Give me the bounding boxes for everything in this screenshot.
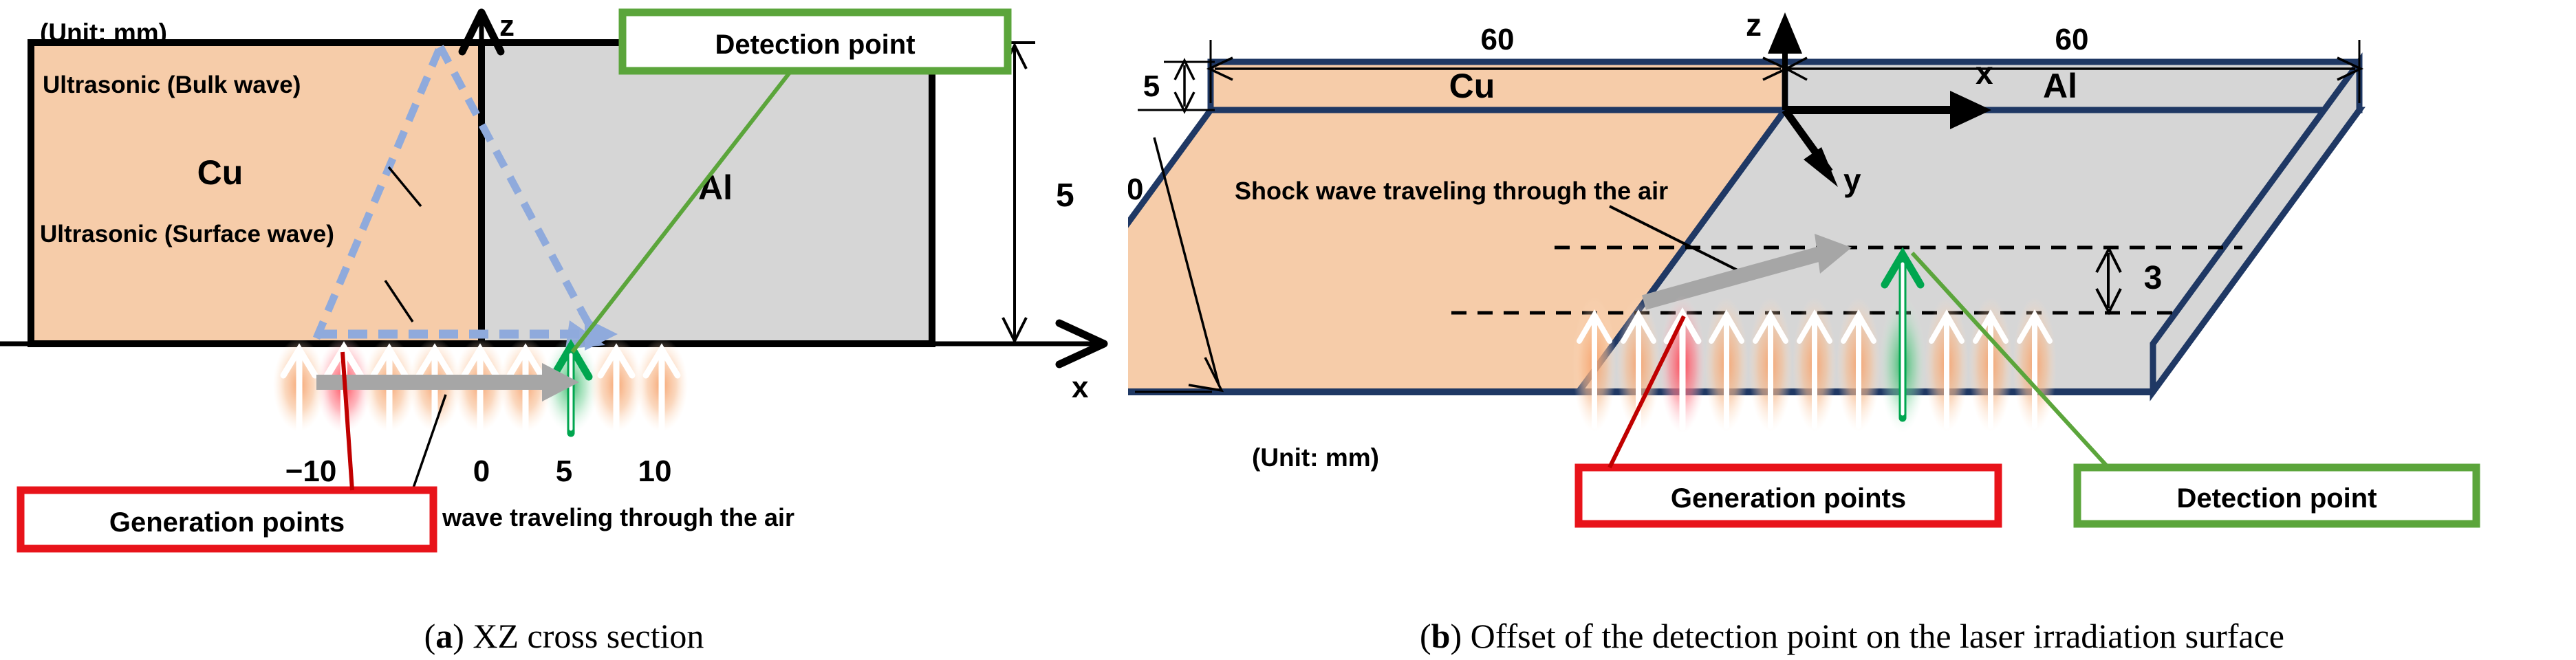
tick-label-5-a: 5 <box>556 454 572 488</box>
bulk-wave-leader-a <box>387 166 422 208</box>
tick-label-0-a: 0 <box>473 454 490 488</box>
x-axis-label-a: x <box>1072 371 1089 404</box>
detection-point-callout-b[interactable]: Detection point <box>2073 463 2480 528</box>
generation-arrow <box>506 343 545 435</box>
shock-wave-arrow-b <box>1642 234 1852 310</box>
detection-point-leader-b <box>1910 251 2110 470</box>
generation-arrow <box>1973 309 2009 429</box>
cu-block-a <box>28 39 485 347</box>
cu-label-b: Cu <box>1449 67 1495 105</box>
unit-label-b: (Unit: mm) <box>1252 443 1379 472</box>
thickness-dimension-a: 5 <box>932 41 1074 345</box>
detection-point-callout-a[interactable]: Detection point <box>618 8 1012 75</box>
generation-arrow <box>280 343 318 435</box>
tick-label-10-a: 10 <box>638 454 672 488</box>
panel-b-offset-detection-point: 60 60 5 20 z <box>1128 0 2576 557</box>
caption-b-letter: (b) <box>1420 617 1462 655</box>
generation-points-callout-b[interactable]: Generation points <box>1574 463 2002 528</box>
generation-arrow-row-b <box>1572 247 2057 433</box>
z-axis-arrowhead-b <box>1768 12 1802 54</box>
generation-arrow <box>370 343 409 435</box>
cu-label-a: Cu <box>197 153 243 192</box>
generation-arrow <box>642 343 681 435</box>
generation-points-callout-a[interactable]: Generation points <box>17 486 437 553</box>
generation-points-leader-b <box>1608 315 1686 469</box>
detection-point-label-b: Detection point <box>2176 483 2377 514</box>
caption-b-text: Offset of the detection point on the las… <box>1470 617 2284 655</box>
generation-arrow <box>1797 309 1832 429</box>
al-label-a: Al <box>698 168 733 207</box>
shock-wave-arrow-a <box>316 363 579 402</box>
generation-arrow <box>1753 309 1788 429</box>
generation-arrow <box>1929 309 1965 429</box>
caption-panel-b: (b) Offset of the detection point on the… <box>1128 616 2576 656</box>
generation-points-label-b: Generation points <box>1671 483 1906 514</box>
x-axis-arrowhead-b <box>1950 91 1991 129</box>
y-axis-label-b: y <box>1843 162 1861 198</box>
generation-arrow <box>461 343 499 435</box>
z-axis-label-b: z <box>1746 7 1762 43</box>
generation-points-label-a: Generation points <box>109 507 345 538</box>
y-axis-arrowhead-b <box>1804 147 1838 187</box>
surface-wave-leader-a <box>384 280 414 322</box>
dim-al-width-value-b: 60 <box>2055 23 2089 56</box>
detection-point-label-a: Detection point <box>715 30 915 60</box>
shock-wave-label-b: Shock wave traveling through the air <box>1235 177 1668 205</box>
dim-thickness-value-b: 5 <box>1143 69 1160 103</box>
surface-wave-label-a: Ultrasonic (Surface wave) <box>40 221 334 248</box>
z-axis-arrowhead-a <box>458 8 505 56</box>
x-axis-label-b: x <box>1976 55 1993 91</box>
generation-arrow <box>415 343 454 435</box>
bulk-wave-label-a: Ultrasonic (Bulk wave) <box>43 72 301 98</box>
dim-offset-value-b: 3 <box>2144 260 2163 296</box>
generation-arrow <box>2017 309 2053 429</box>
dim-depth-value-b: 20 <box>1128 173 1143 206</box>
panel-a-xz-cross-section: (Unit: mm) x z Ultrasonic ( <box>0 0 1128 557</box>
dimension-al-width-b: 60 <box>1784 23 2364 103</box>
generation-points-leader-a <box>340 351 354 491</box>
caption-panel-a: (a) XZ cross section <box>0 616 1128 656</box>
dimension-thickness-b: 5 <box>1138 58 1215 114</box>
generation-arrow <box>1841 309 1876 429</box>
detection-point-leader-a <box>570 69 793 353</box>
caption-a-text: XZ cross section <box>473 617 704 655</box>
thickness-value-a: 5 <box>1056 177 1074 214</box>
dimension-offset-b: 3 <box>2095 245 2163 316</box>
z-axis-label-a: z <box>499 9 515 43</box>
generation-arrow <box>1709 309 1744 429</box>
shock-wave-leader-a <box>410 394 447 494</box>
shock-wave-leader-b <box>1609 205 1748 276</box>
dimension-depth-b: 20 <box>1128 137 1224 393</box>
tick-label-minus10-a: −10 <box>285 454 337 488</box>
x-axis-arrowhead-a <box>1055 319 1108 368</box>
generation-point-arrow-highlight-b <box>1663 307 1702 431</box>
dim-cu-width-value-b: 60 <box>1481 23 1515 56</box>
bulk-wave-ray-a <box>312 45 592 340</box>
generation-arrow <box>597 343 636 435</box>
al-label-b: Al <box>2043 67 2077 105</box>
generation-arrow <box>1577 309 1612 429</box>
caption-a-letter: (a) <box>424 617 464 655</box>
